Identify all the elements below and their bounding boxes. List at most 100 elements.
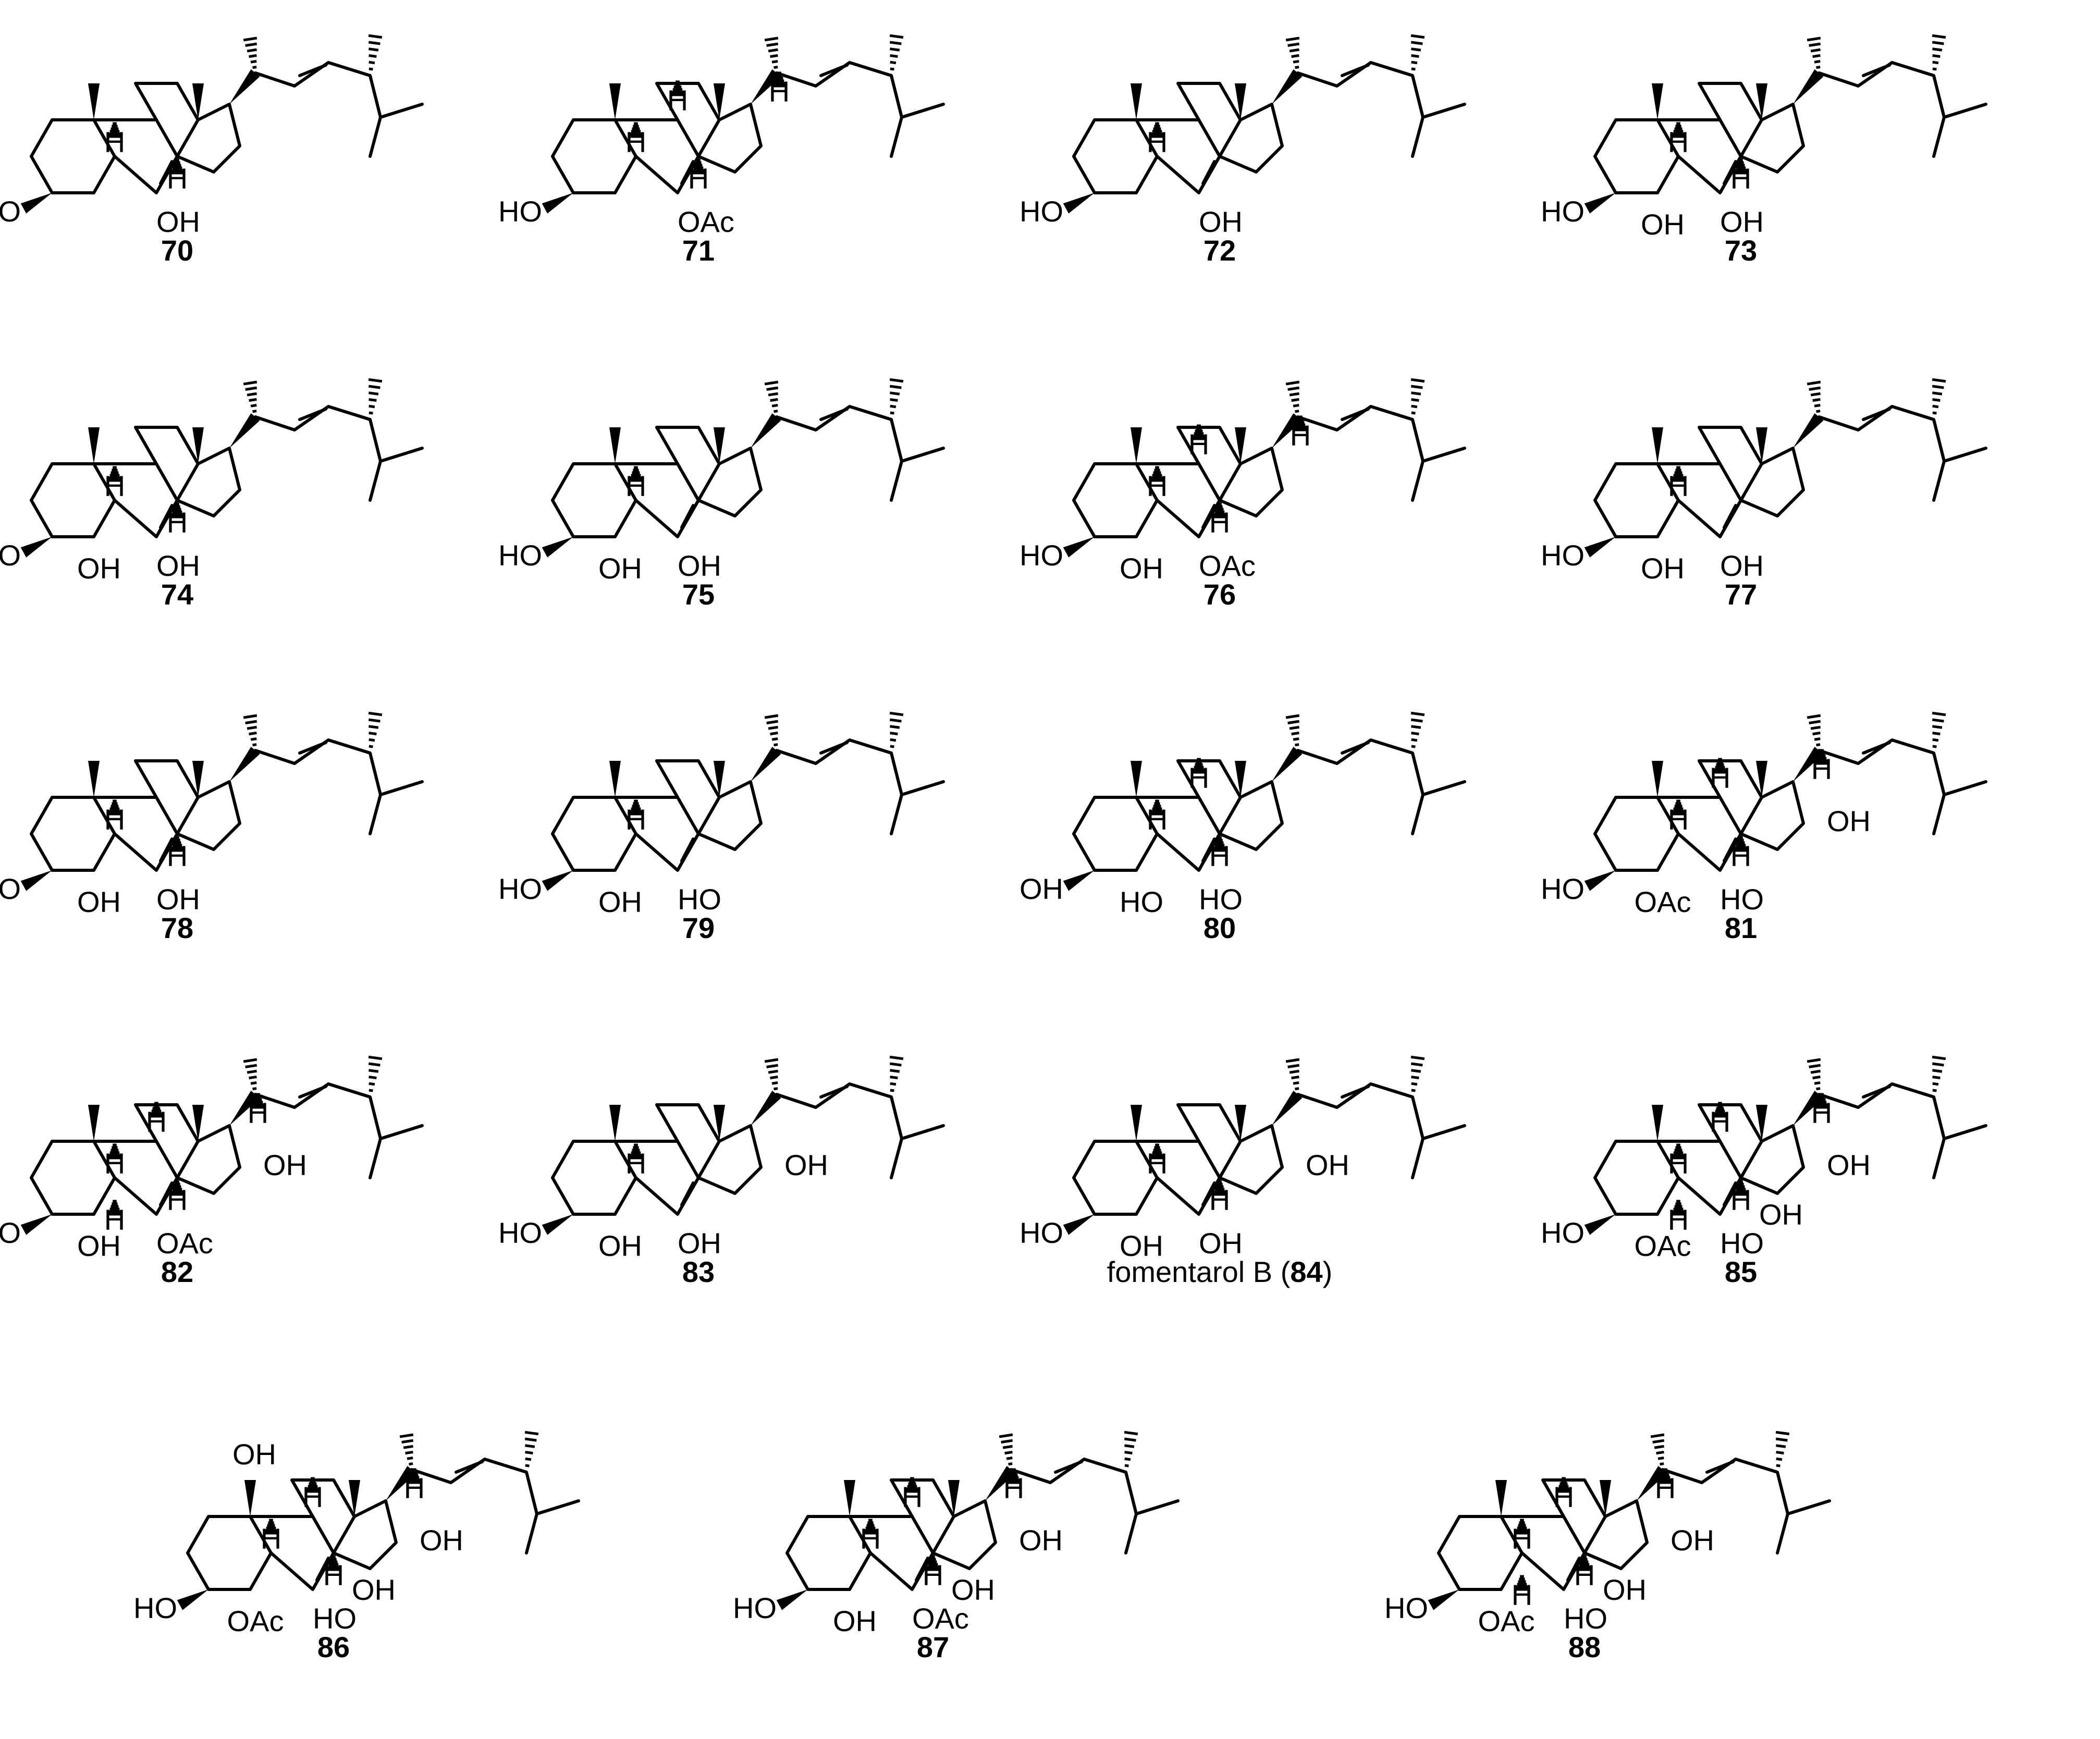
ring-d: [697, 103, 763, 174]
hash-stroke: [1932, 718, 1944, 723]
substituent-label: HO: [1541, 195, 1585, 228]
substituent-label: OAc: [227, 1605, 284, 1637]
ring-c: [890, 1478, 955, 1555]
double-bond: [819, 408, 849, 421]
hashed-bond: [864, 1519, 877, 1535]
hash-stroke: [889, 718, 902, 723]
hash-stroke: [1410, 41, 1423, 45]
hash-stroke: [369, 1076, 377, 1079]
hash-stroke: [1816, 66, 1821, 69]
side-chain-branch: [1411, 793, 1424, 835]
ring-a: [30, 118, 116, 194]
hashed-bond: [1807, 1058, 1821, 1091]
wedge-bond: [1131, 1105, 1142, 1141]
hash-stroke: [1285, 1058, 1300, 1063]
side-chain-branch: [1411, 116, 1424, 158]
hashed-bond: [368, 1055, 383, 1092]
hash-stroke: [1810, 48, 1821, 53]
hash-stroke: [1293, 1081, 1299, 1085]
substituent-label: HO: [498, 872, 542, 905]
substituent-label: HO: [1720, 1227, 1764, 1260]
hash-stroke: [250, 1081, 257, 1085]
substituent-label: OH: [678, 549, 721, 582]
hashed-bond: [1410, 711, 1425, 748]
hashed-bond: [926, 1555, 940, 1571]
hash-stroke: [890, 725, 900, 729]
hash-stroke: [399, 1433, 414, 1438]
hash-stroke: [1293, 737, 1299, 741]
hash-stroke: [1285, 714, 1300, 719]
hashed-bond: [1515, 1575, 1529, 1591]
ring-hydrogen-label: H: [1710, 1105, 1730, 1138]
compound-label: 82: [161, 1255, 193, 1288]
hash-stroke: [889, 711, 904, 717]
hash-stroke: [1932, 41, 1944, 45]
hash-stroke: [1124, 1451, 1133, 1454]
ring-hydrogen-label: H: [769, 75, 790, 108]
ring-a: [1072, 118, 1159, 194]
wedge-bond: [1637, 1465, 1667, 1501]
hash-stroke: [243, 36, 257, 42]
ring-hydrogen-label: H: [167, 162, 188, 195]
wedge-bond: [542, 193, 573, 214]
hashed-bond: [108, 466, 121, 482]
hashed-bond: [1285, 714, 1300, 747]
wedge-bond: [192, 761, 204, 797]
substituent-label: HO: [498, 1216, 542, 1249]
ring-hydrogen-label: H: [261, 1522, 281, 1555]
wedge-bond: [751, 1090, 781, 1126]
ring-hydrogen-label: H: [167, 840, 188, 872]
double-bond: [315, 1557, 330, 1582]
hash-stroke: [1001, 1439, 1013, 1444]
substituent-label: OH: [1120, 1229, 1163, 1262]
side-chain: [775, 61, 945, 119]
compound-number: 72: [1203, 234, 1236, 267]
wedge-bond: [714, 1105, 725, 1141]
hashed-bond: [108, 799, 121, 816]
substituent-label: HO: [1120, 885, 1163, 918]
substituent-label: OH: [1671, 1524, 1714, 1557]
hash-stroke: [368, 718, 380, 723]
hashed-bond: [764, 36, 779, 69]
hash-stroke: [369, 47, 379, 52]
hash-stroke: [764, 714, 779, 719]
hash-stroke: [889, 1055, 904, 1060]
hash-stroke: [1932, 391, 1943, 396]
compound-label: 80: [1203, 911, 1236, 944]
hash-stroke: [368, 34, 383, 39]
hash-stroke: [771, 737, 778, 741]
compound-70: HOOHHH70: [0, 34, 424, 267]
side-chain: [1296, 405, 1466, 463]
hash-stroke: [768, 48, 778, 53]
compound-number: 81: [1725, 911, 1757, 944]
hash-stroke: [1124, 1464, 1129, 1467]
double-bond: [680, 504, 695, 529]
hash-stroke: [890, 1082, 897, 1086]
hashed-bond: [629, 466, 643, 482]
substituent-label: HO: [1541, 872, 1585, 905]
hash-stroke: [890, 391, 900, 396]
substituent-label: HO: [498, 195, 542, 228]
hash-stroke: [1807, 1058, 1821, 1063]
hash-stroke: [1285, 380, 1300, 386]
side-chain: [1817, 405, 1987, 463]
wedge-bond: [1793, 746, 1824, 782]
hash-stroke: [770, 1075, 778, 1080]
wedge-bond: [1272, 746, 1303, 782]
hashed-bond: [1807, 714, 1821, 747]
double-bond: [819, 741, 849, 755]
ring-c: [1176, 82, 1242, 158]
hashed-bond: [1285, 380, 1300, 413]
hashed-bond: [524, 1430, 539, 1467]
wedge-bond: [714, 427, 725, 464]
substituent-label: OH: [1827, 1149, 1871, 1181]
ring-d: [176, 1124, 241, 1195]
ring-hydrogen-label: H: [1188, 761, 1209, 794]
hash-stroke: [524, 1437, 537, 1442]
hashed-bond: [243, 1058, 257, 1091]
substituent-label: HO: [0, 539, 21, 572]
